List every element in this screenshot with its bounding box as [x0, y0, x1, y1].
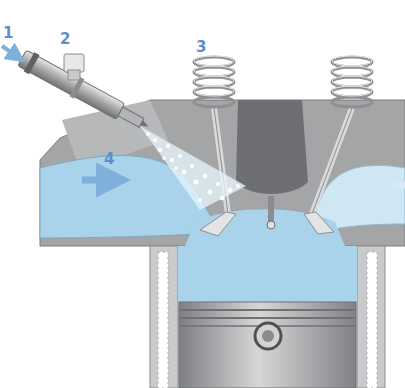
callout-number: 3 — [196, 40, 206, 55]
callout-number: 4 — [104, 152, 114, 167]
callout-number: 1 — [3, 26, 13, 41]
callout-number: 2 — [60, 32, 70, 47]
